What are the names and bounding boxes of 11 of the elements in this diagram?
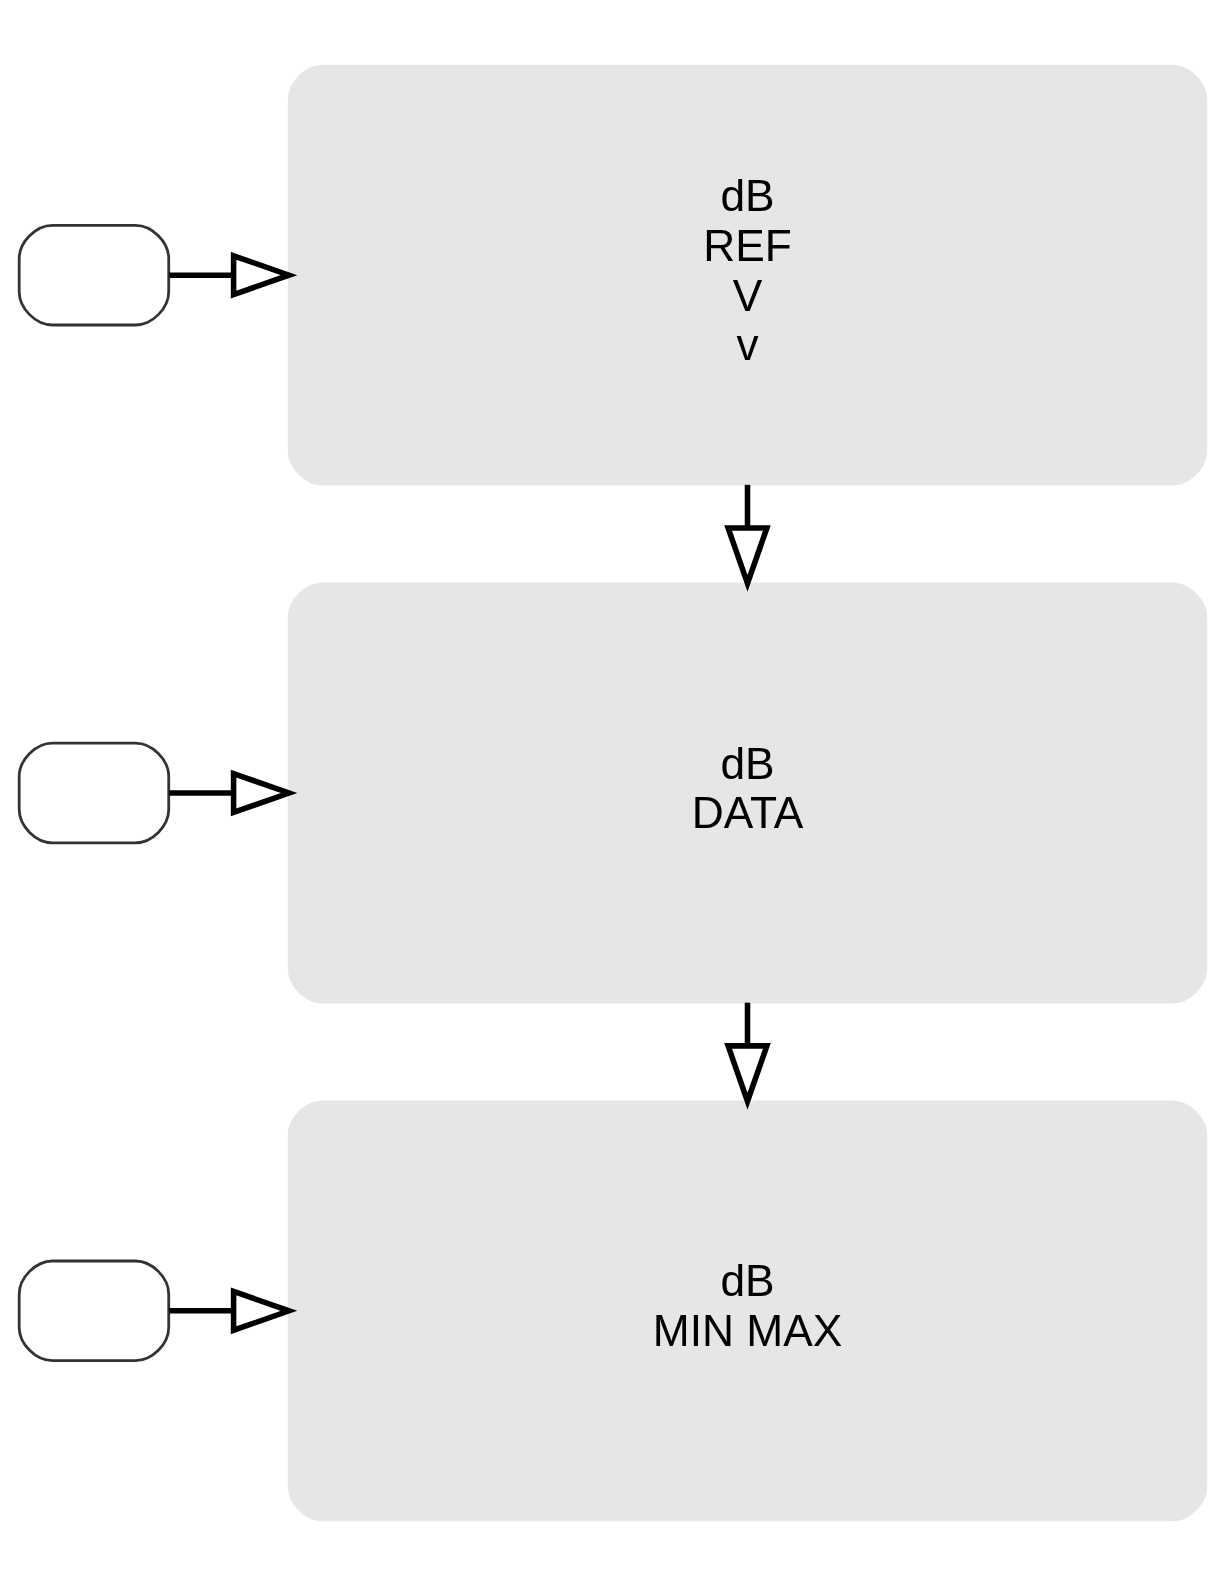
arrow xyxy=(169,769,298,816)
arrow xyxy=(724,1002,771,1110)
node-box: dB DATA xyxy=(287,582,1208,1003)
node-box xyxy=(17,223,171,326)
arrow xyxy=(169,251,298,298)
arrow xyxy=(169,1287,298,1334)
node-box xyxy=(17,1259,171,1362)
node-box: dB MIN MAX xyxy=(287,1099,1208,1521)
node-box xyxy=(17,741,171,844)
arrow xyxy=(724,484,771,592)
node-box: dB REF V v xyxy=(287,64,1208,486)
